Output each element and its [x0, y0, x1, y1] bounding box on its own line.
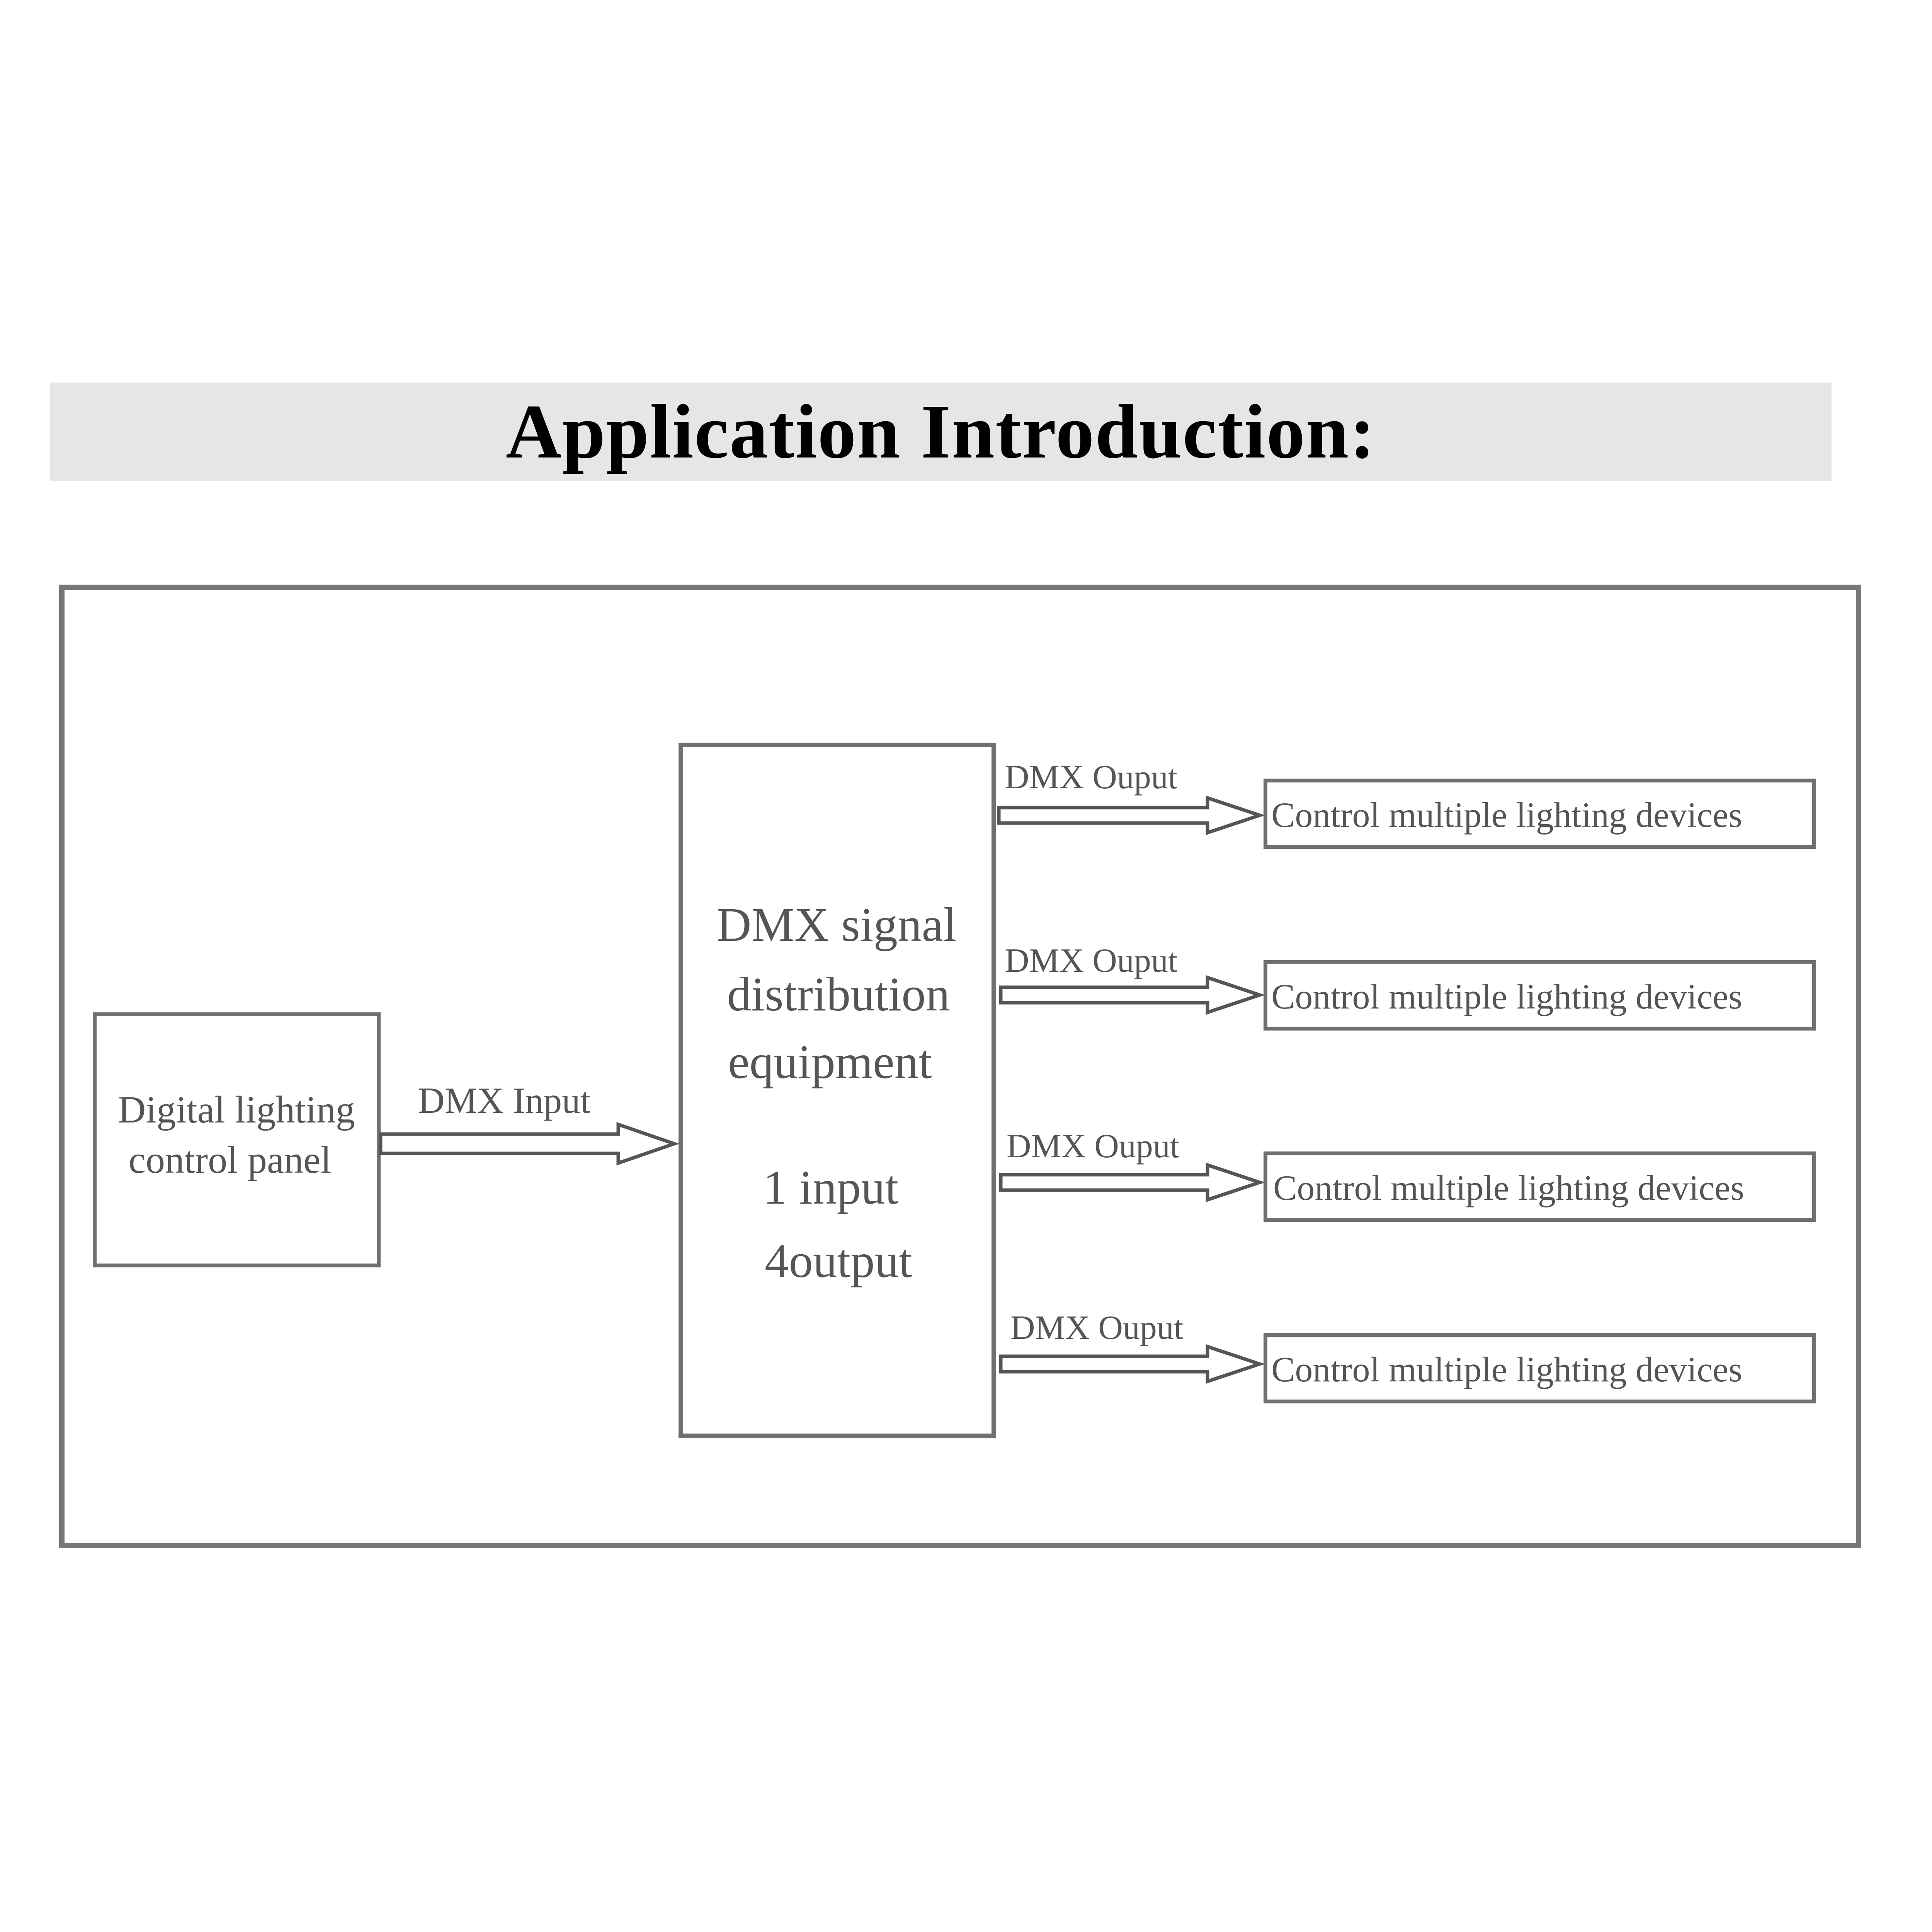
output-branch-2: DMX Ouput Control multiple lighting devi… — [999, 942, 1816, 1031]
output-branch-1: DMX Ouput Control multiple lighting devi… — [997, 759, 1816, 849]
output-label-4: DMX Ouput — [1010, 1309, 1183, 1347]
source-box — [93, 1012, 381, 1267]
output-arrow-2 — [999, 975, 1265, 1015]
device-box-4 — [1264, 1333, 1816, 1403]
output-label-3: DMX Ouput — [1007, 1128, 1179, 1165]
center-label-line5: 4output — [765, 1235, 912, 1288]
device-box-1 — [1264, 779, 1816, 849]
output-label-2: DMX Ouput — [1005, 942, 1177, 980]
device-label-1: Control multiple lighting devices — [1271, 795, 1742, 835]
title-banner: Application Introduction: — [50, 383, 1832, 481]
distribution-node: DMX signal distribution equipment 1 inpu… — [679, 743, 996, 1438]
output-branch-3: DMX Ouput Control multiple lighting devi… — [999, 1128, 1816, 1222]
output-branch-4: DMX Ouput Control multiple lighting devi… — [999, 1309, 1816, 1403]
device-label-4: Control multiple lighting devices — [1271, 1350, 1742, 1389]
source-label-line1: Digital lighting — [118, 1088, 355, 1131]
output-arrow-1 — [997, 795, 1265, 835]
output-arrow-4 — [999, 1344, 1265, 1384]
output-label-1: DMX Ouput — [1005, 759, 1177, 796]
input-label: DMX Input — [418, 1080, 590, 1121]
device-label-3: Control multiple lighting devices — [1273, 1168, 1744, 1208]
center-label-line3: equipment — [728, 1036, 932, 1089]
source-label-line2: control panel — [129, 1138, 332, 1181]
page-title: Application Introduction: — [505, 389, 1376, 474]
source-node: Digital lighting control panel — [93, 1012, 381, 1267]
distribution-box — [679, 743, 996, 1438]
device-box-2 — [1264, 960, 1816, 1031]
center-label-line1: DMX signal — [716, 898, 957, 952]
device-box-3 — [1264, 1151, 1816, 1222]
input-arrow — [379, 1122, 680, 1166]
device-label-2: Control multiple lighting devices — [1271, 977, 1742, 1016]
output-arrow-3 — [999, 1162, 1265, 1202]
input-connector: DMX Input — [379, 1080, 680, 1166]
center-label-line2: distribution — [727, 968, 950, 1021]
center-label-line4: 1 input — [763, 1161, 899, 1214]
